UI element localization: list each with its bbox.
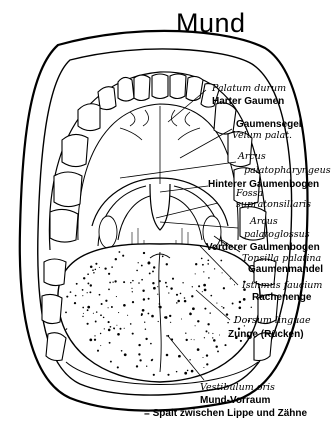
label-isthmus-faucium: Isthmus faucium [242,281,322,291]
label-vorderer-gaumenbogen: Vorderer Gaumenbogen [206,243,320,253]
label-harter-gaumen: Harter Gaumen [212,97,284,107]
posterior-arch-right [170,196,202,240]
label-palatum-durum: Palatum durum [212,84,286,94]
label-palatoglossus: palatoglossus [244,230,310,240]
label-hinterer-gaumenbogen: Hinterer Gaumenbogen [208,180,319,190]
diagram-title: Mund [176,8,246,39]
label-rachenenge: Rachenenge [252,293,311,303]
label-velum-palat: Velum palat. [232,131,292,141]
label-vestibulum-oris: Vestibulum oris [200,383,275,393]
label-zunge-ruecken: Zunge (Rücken) [228,330,304,340]
label-gaumenmandel: Gaumenmandel [248,265,323,275]
label-mund-vorraum: Mund-Vorraum [200,396,270,406]
label-gaumensegel: Gaumensegel [236,120,302,130]
label-spalt: = Spalt zwischen Lippe und Zähne [144,409,307,419]
label-tonsilla-palatina: Tonsilla palatina [242,254,321,264]
label-supratonsillaris: supratonsillaris [236,200,311,210]
label-fossa: Fossa [236,189,263,199]
label-dorsum-linguae: Dorsum linguae [234,316,311,326]
label-arcus-1: Arcus [238,152,266,162]
label-arcus-2: Arcus [250,217,278,227]
posterior-arch-left [118,196,150,240]
label-palatopharyngeus: palatopharyngeus [244,166,331,176]
